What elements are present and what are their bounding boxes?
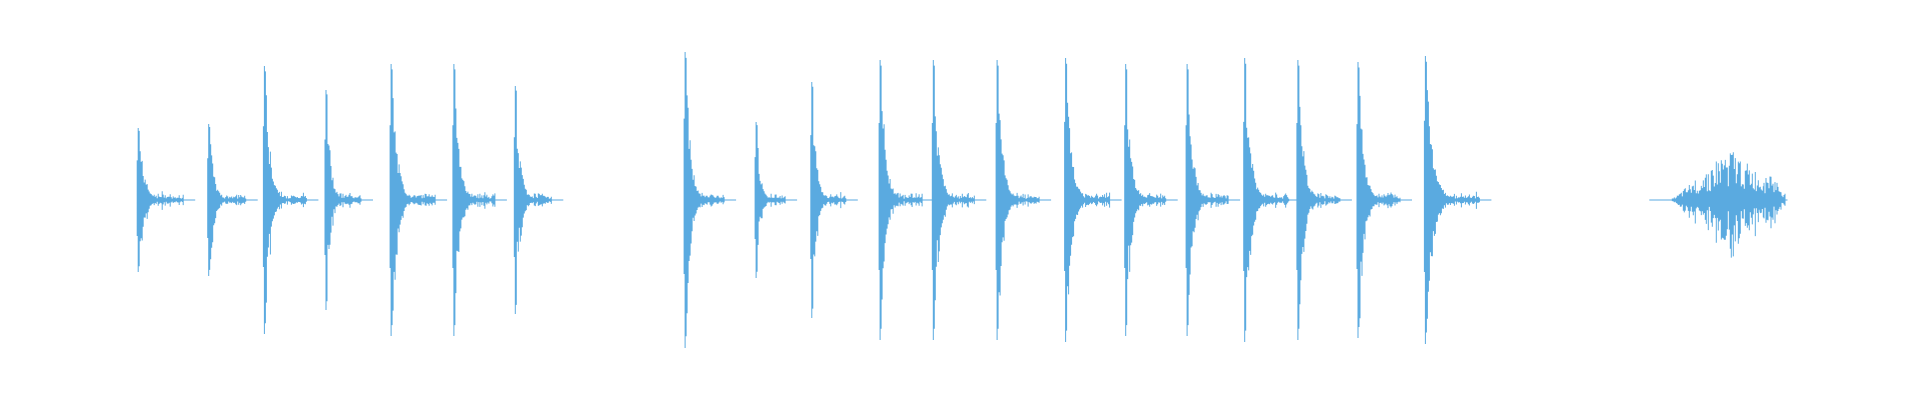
waveform-transient <box>1185 64 1241 336</box>
waveform-transient <box>1064 58 1122 342</box>
waveform-transient <box>513 86 564 314</box>
waveform-transient <box>1124 64 1178 336</box>
waveform-transient <box>931 60 987 340</box>
waveform-transient <box>262 66 319 334</box>
waveform-transient <box>1296 60 1352 340</box>
waveform-transient <box>324 90 373 310</box>
waveform-burst <box>1649 152 1782 258</box>
waveform-transient <box>207 124 258 276</box>
waveform-transient <box>1423 56 1492 344</box>
waveform-transient <box>1243 58 1301 342</box>
waveform-burst <box>1743 176 1788 229</box>
waveform-transient <box>878 60 935 340</box>
waveform-transient <box>1356 62 1412 338</box>
waveform-transient <box>683 52 737 348</box>
waveform-transient <box>754 122 798 278</box>
waveform-transient <box>452 64 507 336</box>
waveform-transient <box>810 82 858 318</box>
waveform-transient <box>995 60 1052 340</box>
waveform-transient <box>389 64 448 336</box>
waveform-transient <box>136 128 196 272</box>
